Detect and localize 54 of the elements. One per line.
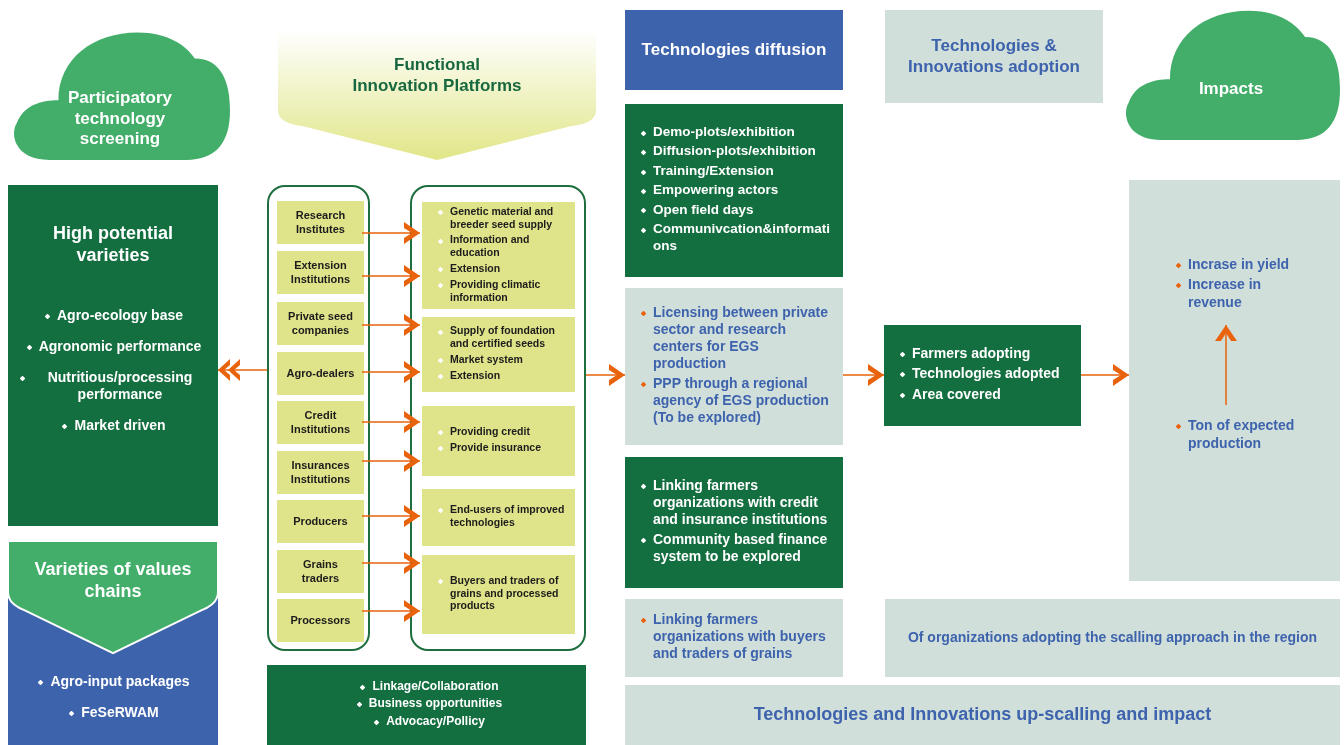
info-panel [625, 599, 843, 677]
actor-box [277, 550, 364, 593]
actor-label: Private seed companies [287, 310, 354, 337]
list-item: Business opportunities [354, 696, 503, 711]
list-item: Advocacy/Pollicy [372, 713, 485, 729]
heading: Varieties of values chains [33, 559, 193, 603]
list-item: Agro-input packages [36, 672, 190, 690]
list-item: Linkage/Collaboration [358, 678, 499, 694]
heading: High potential varieties [52, 223, 174, 267]
box-label: Technologies diffusion [641, 39, 827, 61]
box-label: Technologies & Innovations adoption [907, 35, 1081, 78]
actor-box [277, 500, 364, 543]
actor-box [277, 401, 364, 444]
info-panel [8, 185, 218, 526]
cloud-label: Participatory technology screening [67, 87, 173, 151]
info-panel [625, 685, 1340, 745]
actor-box [277, 599, 364, 642]
actor-label: Credit Institutions [289, 409, 352, 436]
actor-box [277, 201, 364, 244]
group-frame [410, 185, 586, 651]
list-item: Agronomic performance [24, 338, 202, 356]
actor-box [277, 302, 364, 345]
box-label: Technologies and Innovations up-scalling and impact [753, 704, 1212, 726]
actor-box [277, 451, 364, 494]
info-panel [267, 665, 586, 745]
group-frame [267, 185, 370, 651]
box-label: Of organizations adopting the scalling approach in the region [907, 629, 1318, 647]
actor-box [422, 202, 575, 309]
actor-box [422, 555, 575, 634]
actor-label: Research Institutes [294, 209, 347, 236]
list-item: Agro-ecology base [43, 306, 183, 324]
actor-label: Extension Institutions [289, 259, 352, 286]
actor-box [422, 317, 575, 392]
actor-label: Grains traders [300, 558, 341, 585]
actor-box [277, 352, 364, 395]
actor-label: Producers [293, 514, 348, 529]
info-panel [885, 599, 1340, 677]
box-label: Functional Innovation Platforms [352, 55, 522, 97]
cloud-label: Impacts [1198, 78, 1264, 100]
header-box [625, 10, 843, 90]
actor-box [422, 406, 575, 476]
actor-box [277, 251, 364, 294]
actor-label: Processors [290, 613, 351, 628]
info-panel [625, 104, 843, 277]
panel [8, 541, 218, 745]
info-panel [885, 10, 1103, 103]
actor-label: Agro-dealers [286, 366, 355, 381]
actor-box [422, 489, 575, 546]
info-panel [625, 288, 843, 445]
info-panel [884, 325, 1081, 426]
info-panel [1129, 180, 1340, 581]
info-panel [625, 457, 843, 588]
list-item: End-users of improved technologies [436, 503, 565, 529]
actor-label: Insurances Institutions [289, 459, 352, 486]
